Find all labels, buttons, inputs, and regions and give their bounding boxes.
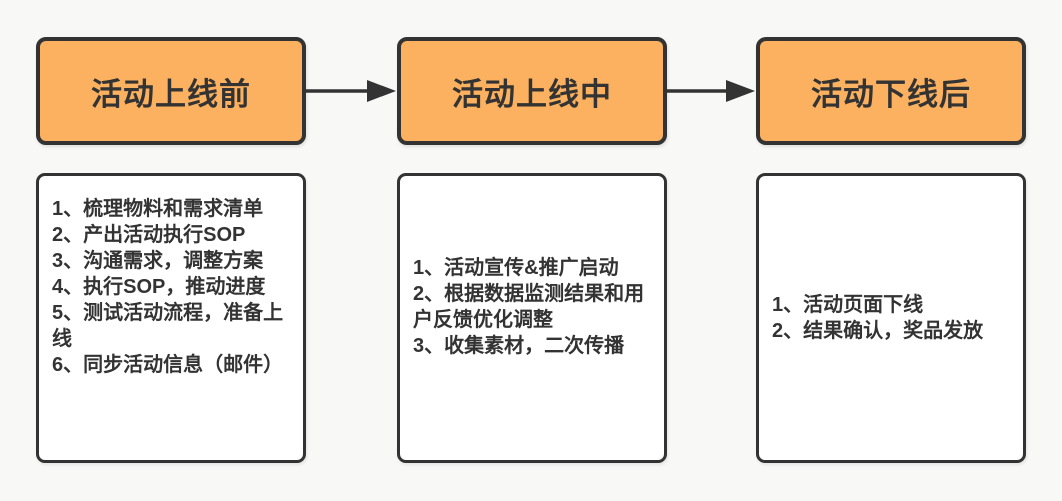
arrow-during-to-after [667,78,756,104]
right-arrow-icon [667,80,755,102]
list-item: 3、沟通需求，调整方案 [52,250,264,272]
task-list-before-launch: 1、梳理物料和需求清单 2、产出活动执行SOP 3、沟通需求，调整方案 4、执行SOP… [52,196,290,378]
list-item: 2、结果确认，奖品发放 [772,320,984,342]
list-item: 5、测试活动流程，准备上线 [52,302,284,350]
detail-box-before-launch: 1、梳理物料和需求清单 2、产出活动执行SOP 3、沟通需求，调整方案 4、执行SOP… [36,173,306,463]
stage-box-before-launch: 活动上线前 [36,37,306,145]
stage-title-during-launch: 活动上线中 [452,76,612,112]
stage-box-after-offline: 活动下线后 [756,37,1026,145]
right-arrow-icon [306,80,396,102]
list-item: 1、梳理物料和需求清单 [52,198,264,220]
list-item: 2、产出活动执行SOP [52,224,246,246]
stage-box-during-launch: 活动上线中 [397,37,667,145]
list-item: 3、收集素材，二次传播 [413,335,625,357]
stage-title-after-offline: 活动下线后 [811,76,971,112]
list-item: 2、根据数据监测结果和用户反馈优化调整 [413,283,645,331]
task-list-during-launch: 1、活动宣传&推广启动 2、根据数据监测结果和用户反馈优化调整 3、收集素材，二次传… [413,255,651,359]
list-item: 4、执行SOP，推动进度 [52,276,266,298]
arrow-before-to-during [306,78,397,104]
task-list-after-offline: 1、活动页面下线 2、结果确认，奖品发放 [772,292,1010,344]
detail-box-after-offline: 1、活动页面下线 2、结果确认，奖品发放 [756,173,1026,463]
stage-title-before-launch: 活动上线前 [91,76,251,112]
detail-box-during-launch: 1、活动宣传&推广启动 2、根据数据监测结果和用户反馈优化调整 3、收集素材，二次传… [397,173,667,463]
list-item: 1、活动宣传&推广启动 [413,257,619,279]
list-item: 6、同步活动信息（邮件） [52,354,284,376]
list-item: 1、活动页面下线 [772,294,924,316]
